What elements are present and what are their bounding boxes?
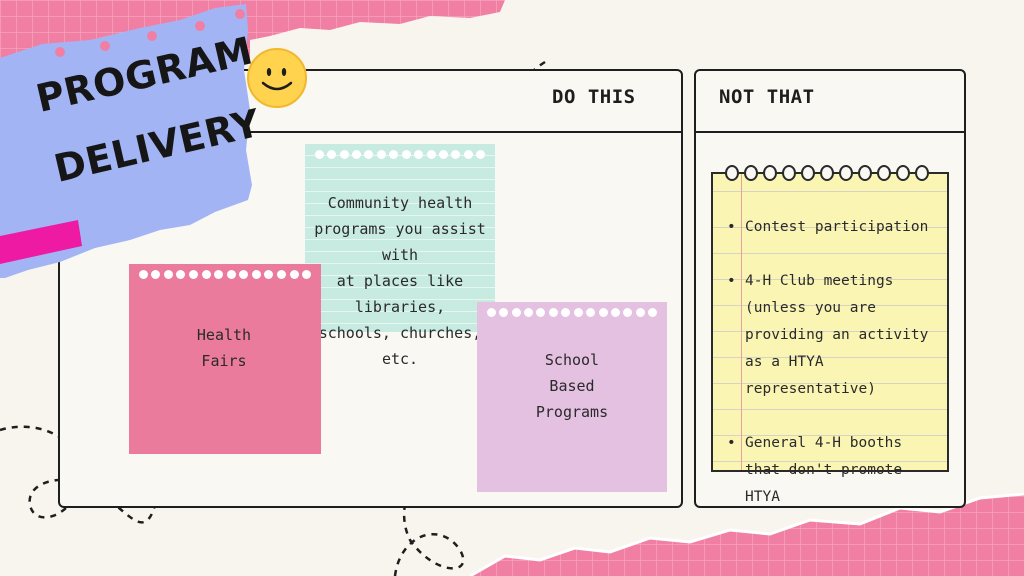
title-sticker	[0, 4, 252, 278]
community-health-note: Community health programs you assist wit…	[305, 144, 495, 368]
not-that-header	[696, 71, 964, 133]
list-item: 4-H Club meetings (unless you are provid…	[727, 268, 942, 403]
list-item: Contest participation	[727, 214, 942, 241]
not-that-list: Contest participation 4-H Club meetings …	[727, 214, 942, 511]
note-dots	[129, 270, 321, 282]
school-line-3: Programs	[535, 403, 609, 421]
school-based-programs-note: School Based Programs	[477, 302, 667, 492]
school-line-2: Based	[549, 377, 595, 395]
note-dots	[305, 150, 495, 162]
health-line-2: Fairs	[201, 352, 247, 370]
health-line-1: Health	[196, 326, 252, 344]
not-that-notepad: Contest participation 4-H Club meetings …	[711, 165, 949, 505]
health-fairs-note: Health Fairs	[129, 264, 321, 454]
note-dots	[477, 308, 667, 320]
notepad-rings	[725, 165, 929, 181]
community-line-4: schools, churches, etc.	[318, 324, 482, 368]
do-this-header	[60, 71, 681, 133]
magenta-tape	[0, 220, 82, 264]
community-line-3: at places like libraries,	[336, 272, 464, 316]
community-line-2: programs you assist with	[314, 220, 486, 264]
community-line-1: Community health	[327, 194, 473, 212]
do-this-label: DO THIS	[552, 86, 636, 108]
smiley-face-icon	[247, 48, 307, 108]
list-item: General 4-H booths that don't promote HT…	[727, 430, 942, 511]
school-line-1: School	[544, 351, 600, 369]
not-that-label: NOT THAT	[719, 86, 815, 108]
